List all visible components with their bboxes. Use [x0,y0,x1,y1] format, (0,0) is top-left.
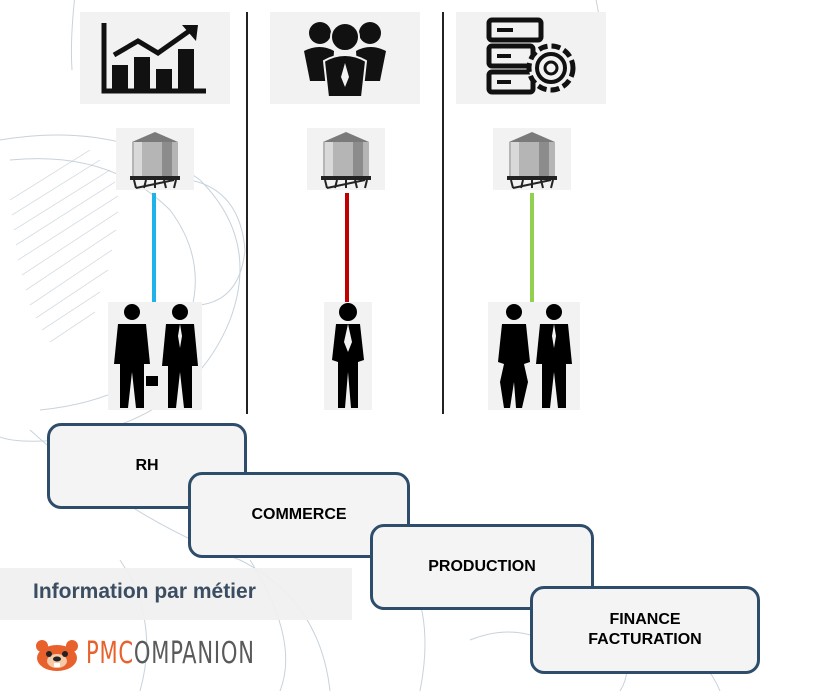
connector-line-green [530,193,534,303]
commerce-box: COMMERCE [188,472,410,558]
logo-text-rest: OMPANION [133,635,255,671]
tile-server-icon [456,12,606,104]
silo-icon [307,128,385,190]
logo-text: PMCOMPANION [86,636,255,671]
business-people-icon [108,302,202,410]
column-divider-right [442,12,444,414]
beaver-mascot-icon [36,640,78,671]
connector-line-red [345,193,349,303]
silo-icon [116,128,194,190]
server-gear-icon [486,17,576,95]
connector-line-blue [152,193,156,303]
finance-facturation-box: FINANCE FACTURATION [530,586,760,674]
caption-band [0,568,352,620]
growth-chart-icon [101,23,206,94]
tile-team-icon [270,12,420,104]
logo-text-pm: PMC [86,635,134,671]
pmcompanion-logo: PMCOMPANION [34,628,302,678]
business-people-icon [488,302,580,410]
team-icon [304,22,386,98]
silo-icon [493,128,571,190]
caption: Information par métier [33,580,256,603]
tile-commerce-icon [80,12,230,104]
business-people-icon [324,302,372,410]
column-divider-left [246,12,248,414]
